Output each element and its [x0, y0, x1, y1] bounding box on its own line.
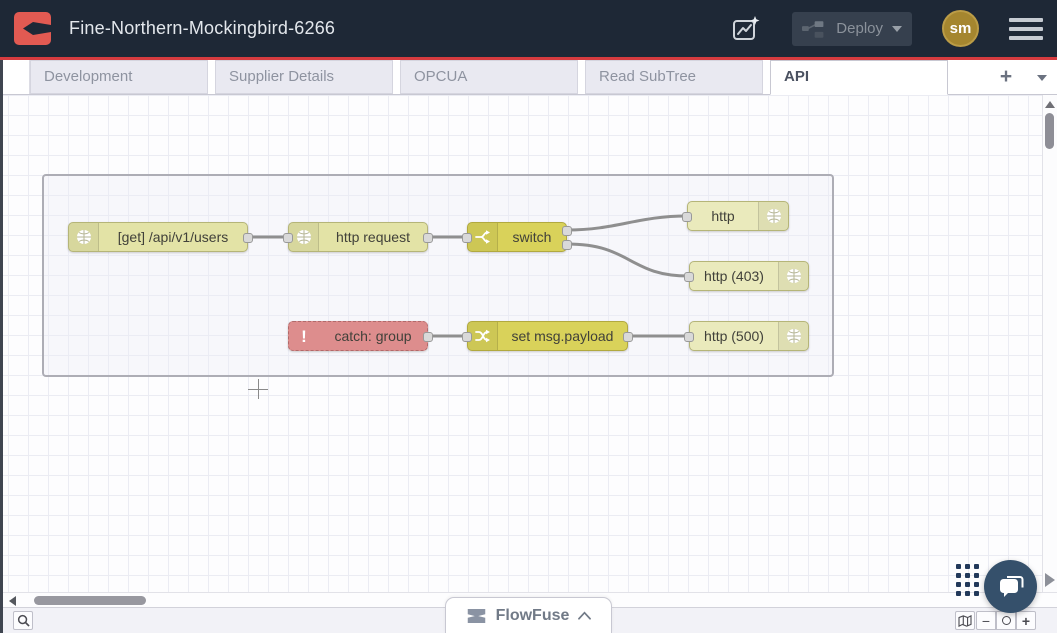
scroll-down-arrow-icon[interactable]: [1045, 573, 1055, 587]
output-port-2[interactable]: [562, 240, 572, 250]
tab-development[interactable]: Development: [30, 60, 208, 94]
chat-widget-button[interactable]: [984, 560, 1037, 613]
header-actions: Deploy sm: [730, 10, 1043, 47]
shuffle-icon: [468, 322, 498, 350]
collapsed-palette-edge[interactable]: [0, 60, 3, 633]
input-port[interactable]: [283, 233, 293, 243]
node-http-response-403[interactable]: http (403): [684, 261, 809, 291]
node-http-response-500[interactable]: http (500): [684, 321, 809, 351]
flow-tab-bar: Development Supplier Details OPCUA Read …: [3, 60, 1057, 95]
flowfuse-gray-logo-icon: [467, 608, 485, 623]
output-port[interactable]: [423, 233, 433, 243]
flowfuse-panel-toggle[interactable]: FlowFuse: [445, 597, 612, 633]
output-port[interactable]: [243, 233, 253, 243]
node-label: http request: [336, 229, 410, 245]
ai-assistant-button[interactable]: [730, 13, 762, 45]
tab-supplier-details[interactable]: Supplier Details: [215, 60, 393, 94]
node-label: http (500): [704, 328, 764, 344]
tab-read-subtree[interactable]: Read SubTree: [585, 60, 763, 94]
vertical-scroll-thumb[interactable]: [1045, 113, 1054, 149]
main-menu-button[interactable]: [1009, 17, 1043, 40]
input-port[interactable]: [462, 233, 472, 243]
globe-icon: [778, 262, 808, 290]
node-label: http (403): [704, 268, 764, 284]
switch-fork-icon: [468, 223, 498, 251]
input-port[interactable]: [684, 332, 694, 342]
output-port-1[interactable]: [562, 226, 572, 236]
navigator-button[interactable]: [955, 611, 975, 630]
header-accent-line: [0, 57, 1057, 60]
flow-list-caret-icon[interactable]: [1037, 75, 1047, 81]
tab-opcua[interactable]: OPCUA: [400, 60, 578, 94]
globe-icon: [758, 202, 788, 230]
search-icon: [17, 614, 30, 627]
deploy-nodes-icon: [802, 20, 824, 38]
crosshair-cursor: [258, 379, 259, 399]
flowfuse-logo-glyph: [23, 22, 51, 35]
input-port[interactable]: [682, 212, 692, 222]
node-label: [get] /api/v1/users: [117, 229, 229, 245]
zoom-reset-button[interactable]: [996, 611, 1016, 630]
node-http-response[interactable]: http: [682, 201, 789, 231]
zoom-in-button[interactable]: +: [1016, 611, 1036, 630]
node-label: catch: group: [334, 328, 412, 344]
map-icon: [958, 614, 972, 627]
search-button[interactable]: [13, 611, 33, 630]
chevron-up-icon: [578, 611, 592, 620]
output-port[interactable]: [423, 332, 433, 342]
tab-bar-left-pad: [3, 60, 30, 94]
node-catch[interactable]: ! catch: group: [288, 321, 433, 351]
node-change[interactable]: set msg.payload: [462, 321, 633, 351]
deploy-options-caret-icon[interactable]: [892, 25, 902, 32]
globe-icon: [778, 322, 808, 350]
zoom-out-button[interactable]: −: [976, 611, 996, 630]
user-avatar[interactable]: sm: [942, 10, 979, 47]
vertical-scrollbar[interactable]: [1042, 95, 1057, 592]
node-switch[interactable]: switch: [462, 222, 572, 252]
deploy-label: Deploy: [836, 20, 883, 37]
tab-api-active[interactable]: API: [770, 60, 948, 95]
header-bar: Fine-Northern-Mockingbird-6266 Deploy: [0, 0, 1057, 57]
flow-sparkle-icon: [733, 15, 760, 40]
flowfuse-logo[interactable]: [14, 12, 51, 45]
horizontal-scroll-thumb[interactable]: [34, 596, 146, 605]
node-http-in[interactable]: [get] /api/v1/users: [68, 222, 253, 252]
hamburger-icon: [1009, 17, 1043, 22]
node-label: http: [711, 208, 735, 224]
add-flow-button[interactable]: +: [999, 65, 1013, 88]
globe-icon: [289, 223, 319, 251]
flow-canvas[interactable]: [get] /api/v1/users http request switch …: [0, 95, 1057, 592]
input-port[interactable]: [684, 272, 694, 282]
node-http-request[interactable]: http request: [283, 222, 433, 252]
widget-drag-handle[interactable]: [956, 564, 979, 596]
input-port[interactable]: [462, 332, 472, 342]
deploy-button[interactable]: Deploy: [792, 11, 912, 46]
instance-title: Fine-Northern-Mockingbird-6266: [69, 18, 336, 38]
output-port[interactable]: [623, 332, 633, 342]
chat-bubble-icon: [999, 575, 1023, 597]
globe-icon: [69, 223, 99, 251]
scroll-left-arrow-icon[interactable]: [9, 596, 16, 606]
scroll-up-arrow-icon[interactable]: [1045, 101, 1055, 108]
exclamation-icon: !: [301, 326, 307, 346]
zoom-reset-icon: [1001, 616, 1011, 625]
node-label: switch: [512, 229, 552, 245]
flowfuse-label: FlowFuse: [495, 606, 570, 624]
node-label: set msg.payload: [511, 328, 614, 344]
